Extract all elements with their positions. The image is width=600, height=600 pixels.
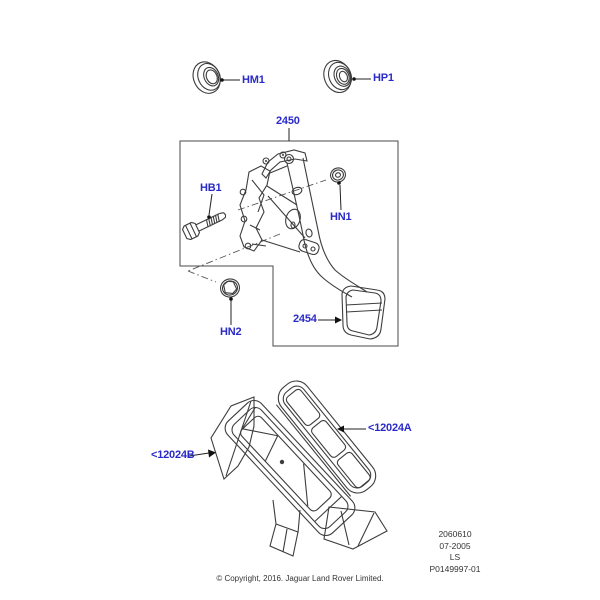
leader-line-12024b [189, 449, 216, 458]
leader-line-hb1 [207, 194, 212, 219]
leader-line-hn1 [337, 181, 341, 210]
callout-12024b[interactable]: <12024B [151, 449, 195, 461]
grommet-hm1-drawing [188, 57, 225, 97]
leader-line-12024a [337, 425, 366, 433]
stamp-part-number: 2060610 [438, 529, 472, 539]
bolt-hb1-drawing [181, 208, 228, 241]
callout-hb1[interactable]: HB1 [200, 182, 222, 194]
grommet-hp1-drawing [319, 56, 356, 96]
leader-line-hp1 [352, 77, 371, 81]
nut-hn2-drawing [218, 277, 242, 300]
callout-12024a[interactable]: <12024A [368, 422, 412, 434]
stamp-drawing-number: P0149997-01 [429, 564, 481, 575]
pedal-arm-drawing [287, 158, 367, 297]
copyright-notice: © Copyright, 2016. Jaguar Land Rover Lim… [216, 574, 384, 583]
callout-2450[interactable]: 2450 [276, 115, 300, 127]
callout-2454[interactable]: 2454 [293, 313, 317, 325]
callout-hm1[interactable]: HM1 [242, 74, 265, 86]
footrest-base-drawing [211, 396, 387, 556]
pedal-bracket-drawing [240, 150, 320, 256]
drawing-info-stamp: 2060610 07-2005 LS P0149997-01 [395, 529, 515, 576]
pedal-pad-drawing [342, 286, 385, 339]
washer-hn1-drawing [329, 166, 348, 184]
callout-hn1[interactable]: HN1 [330, 211, 352, 223]
stamp-date: 07-2005 [439, 540, 471, 551]
leader-line-hm1 [220, 78, 240, 82]
callout-hp1[interactable]: HP1 [373, 72, 394, 84]
leader-line-hn2 [229, 297, 233, 325]
stamp-model-code: LS [449, 552, 461, 563]
leader-line-2454 [318, 316, 342, 324]
footrest-trim-drawing [271, 375, 382, 500]
assembly-box-2450 [180, 128, 398, 346]
callout-hn2[interactable]: HN2 [220, 326, 242, 338]
